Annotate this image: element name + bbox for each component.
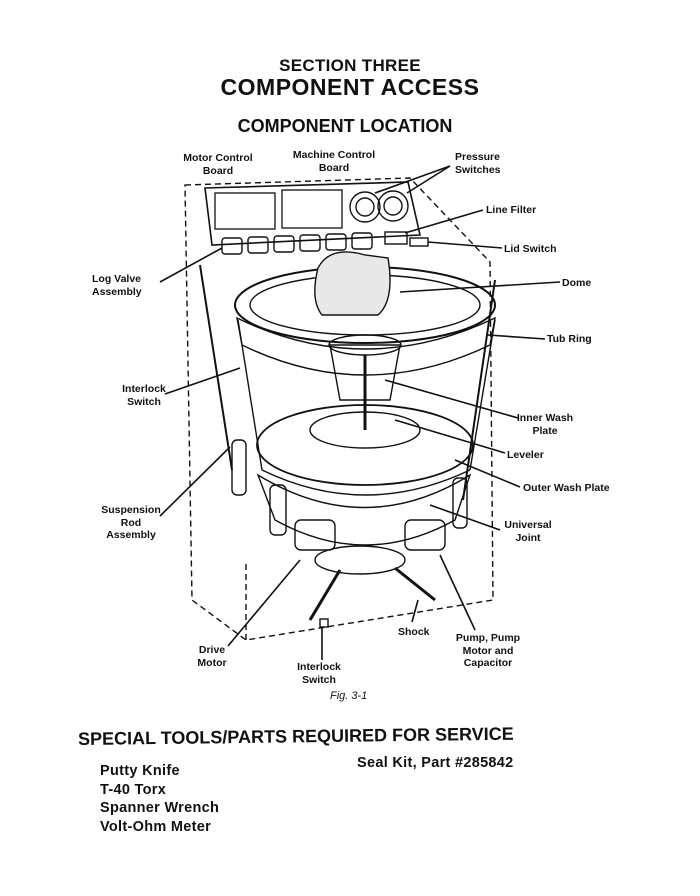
section-title: COMPONENT ACCESS xyxy=(220,74,480,100)
label-drive-motor: Drive Motor xyxy=(197,644,227,669)
label-dome: Dome xyxy=(562,277,592,289)
label-log-valve-assembly: Log Valve Assembly xyxy=(92,273,142,298)
pressure-switch-2 xyxy=(377,190,409,222)
label-pressure-switches: Pressure Switches xyxy=(455,151,501,176)
drive-pulley xyxy=(314,545,406,575)
log-valve-assembly xyxy=(221,232,373,255)
pump-body xyxy=(404,519,446,551)
label-shock: Shock xyxy=(398,626,430,638)
control-console xyxy=(204,181,421,246)
drive-motor-body xyxy=(294,519,336,551)
label-interlock-switch-left: Interlock Switch xyxy=(122,383,166,408)
machine-control-board xyxy=(281,189,343,229)
tool-item: Volt-Ohm Meter xyxy=(100,819,212,835)
lid-switch xyxy=(409,237,429,247)
line-filter xyxy=(384,231,408,245)
section-number: SECTION THREE xyxy=(279,56,421,75)
shock-right xyxy=(394,566,436,602)
inner-wash-plate-shape xyxy=(309,411,421,449)
label-motor-control-board: Motor Control Board xyxy=(183,152,253,177)
special-tools-title: SPECIAL TOOLS/PARTS REQUIRED FOR SERVICE xyxy=(77,723,514,749)
tool-item: Spanner Wrench xyxy=(100,800,220,816)
shock-left xyxy=(308,569,342,621)
tub-ring-band xyxy=(236,316,496,376)
label-machine-control-board: Machine Control Board xyxy=(292,149,376,174)
motor-control-board xyxy=(214,192,276,230)
label-tub-ring: Tub Ring xyxy=(547,333,592,345)
label-lid-switch: Lid Switch xyxy=(504,243,557,255)
label-outer-wash-plate: Outer Wash Plate xyxy=(523,482,610,494)
label-pump-motor-capacitor: Pump, Pump Motor and Capacitor xyxy=(455,632,521,669)
pressure-switch-1 xyxy=(349,191,381,223)
cabinet-outline xyxy=(184,177,494,641)
tool-item: T-40 Torx xyxy=(100,782,167,798)
label-suspension-rod-assembly: Suspension Rod Assembly xyxy=(101,504,161,541)
agitator xyxy=(329,344,401,401)
seal-kit-item: Seal Kit, Part #285842 xyxy=(357,755,514,771)
label-universal-joint: Universal Joint xyxy=(504,519,552,544)
label-inner-wash-plate: Inner Wash Plate xyxy=(516,412,574,437)
figure-caption: Fig. 3-1 xyxy=(330,690,368,702)
label-leveler: Leveler xyxy=(507,449,544,461)
label-line-filter: Line Filter xyxy=(486,204,537,216)
suspension-rod-left xyxy=(199,264,233,471)
component-location-title: COMPONENT LOCATION xyxy=(237,116,453,136)
tool-item: Putty Knife xyxy=(100,763,180,779)
washer-diagram xyxy=(159,165,561,660)
dome-shape xyxy=(314,251,391,316)
label-interlock-switch-bottom: Interlock Switch xyxy=(297,661,341,686)
outer-wash-plate-shape xyxy=(256,404,474,486)
suspension-rod-right xyxy=(462,279,496,501)
